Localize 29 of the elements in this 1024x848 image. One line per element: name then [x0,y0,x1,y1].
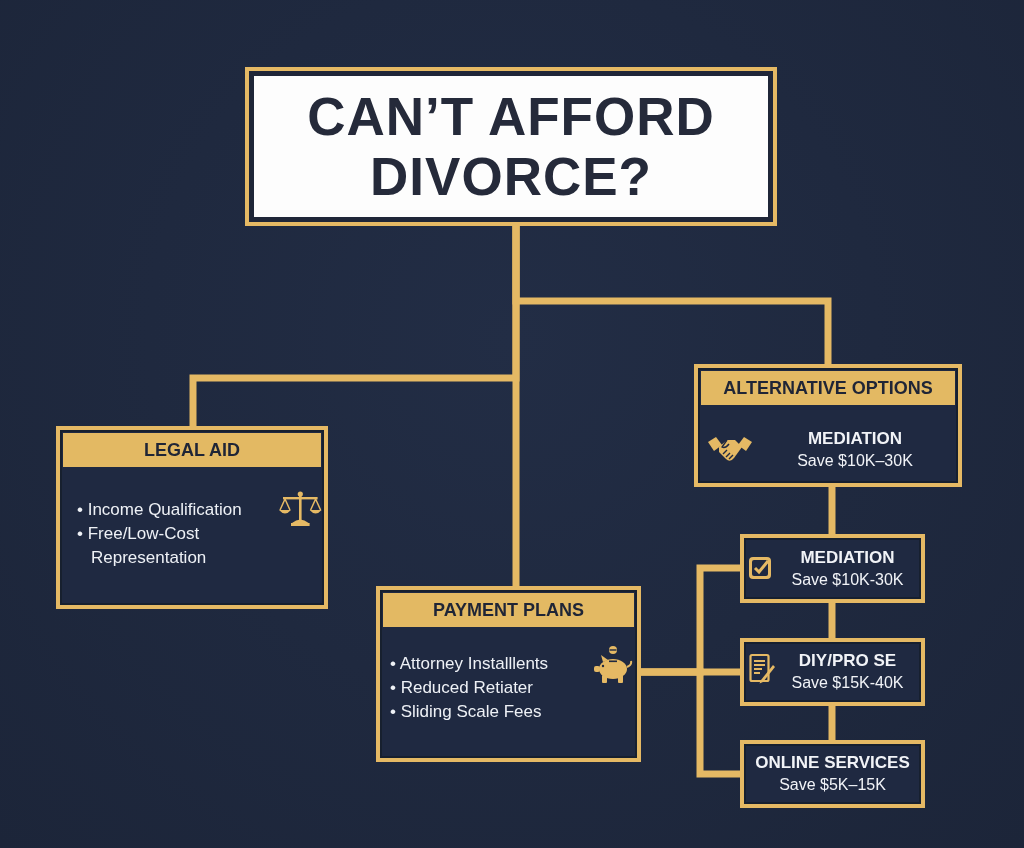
bullet-item: • Reduced Retiater [390,677,534,699]
title-box [245,67,777,226]
category-card [376,586,641,762]
option-title: DIY/PRO SE [798,650,897,672]
connector-line [828,603,836,638]
bullet-item: • Income Qualification [77,499,243,521]
connector-line [828,706,836,740]
bullet-item: • Sliding Scale Fees [390,701,543,723]
bullet-item: • Attorney Installlents [390,653,550,675]
bullet-item: • Free/Low-Cost Representation [77,523,208,569]
connector-line [641,668,740,778]
option-box [740,638,925,706]
option-title: ONLINE SERVICES [755,752,910,774]
option-box [740,534,925,603]
savings-text: Save $5K–15K [779,775,886,795]
category-card [56,426,328,609]
title-heading: CAN’T AFFORD DIVORCE? [306,87,716,206]
connector-line [512,226,832,364]
section-heading: ALTERNATIVE OPTIONS [701,371,955,405]
connector-line [828,487,836,534]
savings-text: Save $10K–30K [797,450,913,471]
section-heading: PAYMENT PLANS [383,593,634,627]
savings-text: Save $15K-40K [791,673,904,693]
option-box [740,740,925,808]
option-title: MEDIATION [807,427,903,450]
savings-text: Save $10K-30K [791,569,904,590]
category-card [694,364,962,487]
option-title: MEDIATION [800,546,895,569]
section-heading: LEGAL AID [63,433,321,467]
